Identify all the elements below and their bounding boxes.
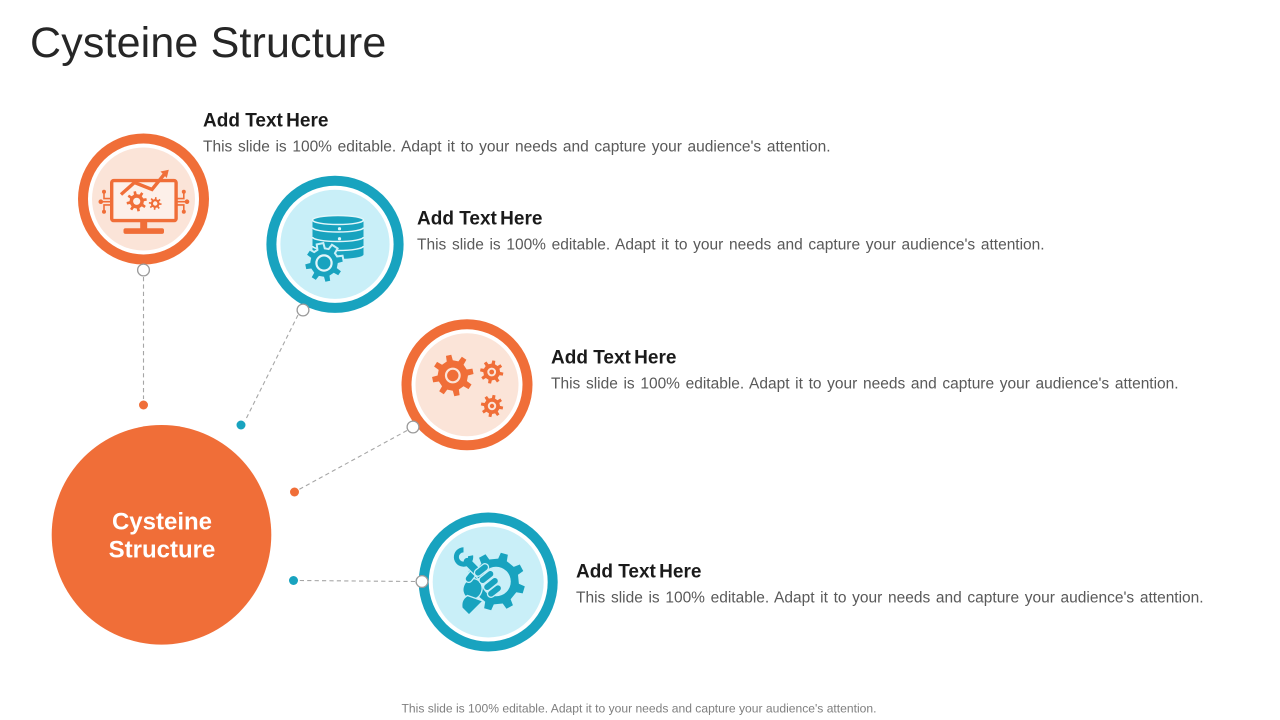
svg-text:This slide is 100% editable. A: This slide is 100% editable. Adapt it to…	[551, 376, 1179, 393]
svg-text:Add Text Here: Add Text Here	[417, 208, 542, 229]
svg-text:Add Text Here: Add Text Here	[203, 111, 328, 132]
svg-text:This slide is 100% editable. A: This slide is 100% editable. Adapt it to…	[417, 237, 1045, 254]
svg-text:This slide is 100% editable. A: This slide is 100% editable. Adapt it to…	[203, 139, 831, 156]
svg-text:Add Text Here: Add Text Here	[576, 562, 701, 583]
svg-text:This slide is 100% editable. A: This slide is 100% editable. Adapt it to…	[402, 702, 877, 716]
svg-text:Add Text Here: Add Text Here	[551, 348, 676, 369]
svg-text:Cysteine: Cysteine	[112, 509, 212, 536]
svg-text:This slide is 100% editable. A: This slide is 100% editable. Adapt it to…	[576, 590, 1204, 607]
svg-text:Cysteine Structure: Cysteine Structure	[30, 19, 386, 67]
svg-text:Structure: Structure	[109, 537, 216, 564]
